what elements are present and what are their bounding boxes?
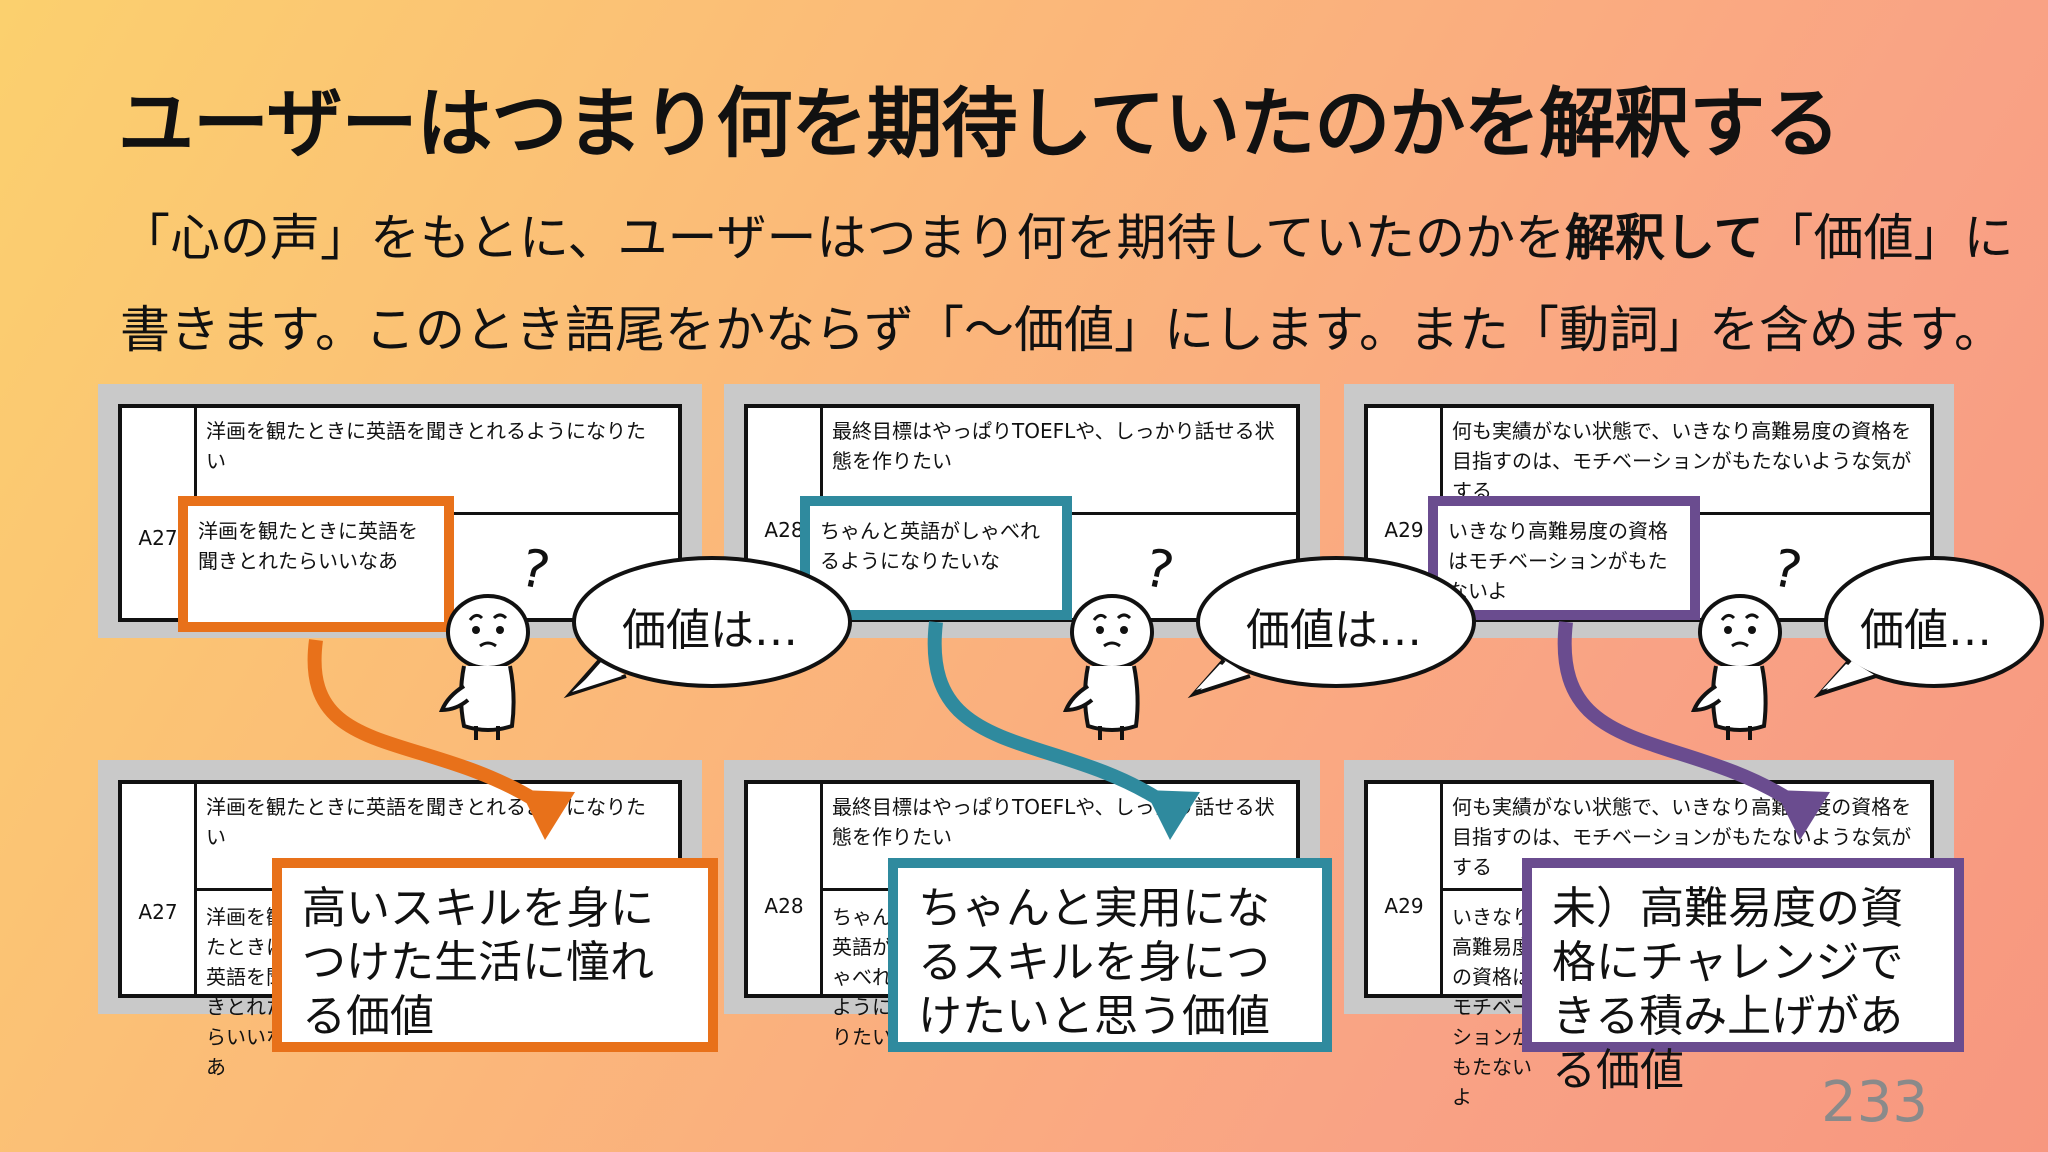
slide-title: ユーザーはつまり何を期待していたのかを解釈する <box>118 79 1840 168</box>
card-id: A27 <box>138 526 178 550</box>
voice-highlight-a27: 洋画を観たときに英語を聞きとれたらいいなあ <box>178 496 454 632</box>
speech-text-a27: 価値は… <box>622 605 798 656</box>
card-voice-text: いきなり高難易度の資格はモチベーションがもたないよ <box>1452 905 1532 1109</box>
value-box-a28: ちゃんと実用になるスキルを身につけたいと思う価値 <box>888 858 1332 1052</box>
card-id: A29 <box>1384 894 1424 918</box>
body-line-2: 書きます。このとき語尾をかならず「～価値」にします。また「動詞」を含めます。 <box>120 301 2004 359</box>
card-top-text: 洋画を観たときに英語を聞きとれるようになりたい <box>206 795 646 849</box>
value-box-a27: 高いスキルを身につけた生活に憧れる価値 <box>272 858 718 1052</box>
body-line-1: 「心の声」をもとに、ユーザーはつまり何を期待していたのかを解釈して「価値」に <box>120 209 2014 267</box>
card-id: A28 <box>764 894 804 918</box>
card-top-text: 最終目標はやっぱりTOEFLや、しっかり話せる状態を作りたい <box>832 419 1275 473</box>
card-id: A27 <box>138 900 178 924</box>
card-id: A29 <box>1384 518 1424 542</box>
card-top-text: 何も実績がない状態で、いきなり高難易度の資格を目指すのは、モチベーションがもたな… <box>1452 419 1912 503</box>
card-top-text: 最終目標はやっぱりTOEFLや、しっかり話せる状態を作りたい <box>832 795 1275 849</box>
card-id: A28 <box>764 518 804 542</box>
card-top-text: 洋画を観たときに英語を聞きとれるようになりたい <box>206 419 646 473</box>
voice-highlight-a29: いきなり高難易度の資格はモチベーションがもたないよ <box>1428 496 1700 620</box>
slide-body: 「心の声」をもとに、ユーザーはつまり何を期待していたのかを解釈して「価値」に 書… <box>120 192 2014 376</box>
value-box-a29: 未）高難易度の資格にチャレンジできる積み上げがある価値 <box>1522 858 1964 1096</box>
voice-highlight-a28: ちゃんと英語がしゃべれるようになりたいな <box>800 496 1072 620</box>
speech-text-a29: 価値… <box>1860 605 1992 656</box>
page-number: 233 <box>1821 1070 1928 1135</box>
speech-text-a28: 価値は… <box>1246 605 1422 656</box>
